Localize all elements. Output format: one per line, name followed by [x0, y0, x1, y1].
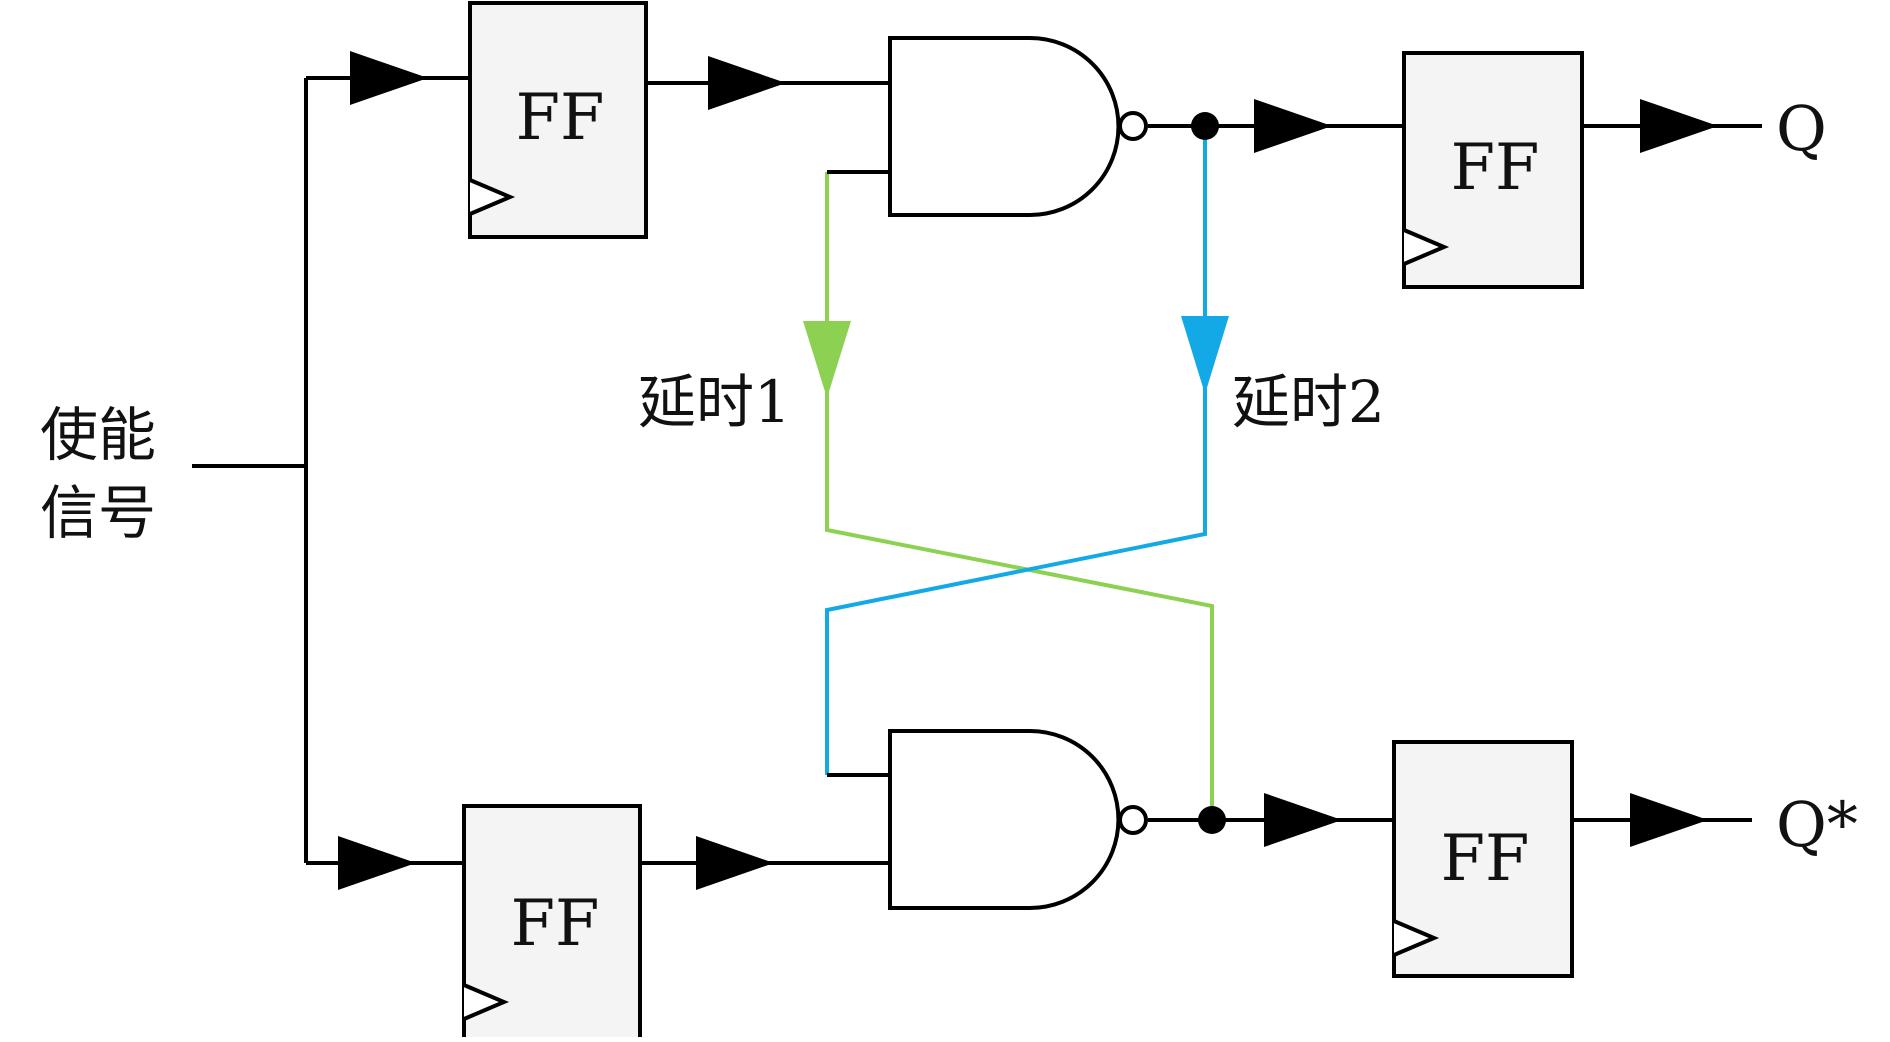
bottom-path-wires: [640, 818, 1752, 865]
junction-dot-top: [1191, 112, 1219, 140]
buffer-arrows: [338, 51, 1718, 890]
ff-label: FF: [511, 887, 600, 961]
delay1-label: 延时1: [638, 368, 791, 436]
delay2-path: [825, 126, 1229, 775]
nand-gate-bottom: [888, 729, 1148, 910]
output-q-label: Q: [1776, 92, 1827, 165]
output-q-star-label: Q*: [1776, 788, 1858, 861]
enable-bus: [192, 76, 470, 865]
nand-gate-top: [888, 36, 1148, 217]
enable-signal-label-line2: 信号: [40, 479, 156, 547]
delay2-label: 延时2: [1232, 368, 1385, 436]
enable-signal-label-line1: 使能: [40, 401, 156, 469]
ff-label: FF: [1441, 822, 1530, 896]
flipflop-top-left: FF: [468, 1, 648, 239]
ff-label: FF: [516, 81, 605, 155]
ff-label: FF: [1451, 131, 1540, 205]
junction-dot-bottom: [1198, 806, 1226, 834]
delay1-path: [803, 172, 1214, 820]
flipflop-bottom-right: FF: [1392, 740, 1574, 978]
flipflop-top-right: FF: [1402, 51, 1584, 289]
flipflop-bottom-left: FF: [462, 804, 642, 1042]
